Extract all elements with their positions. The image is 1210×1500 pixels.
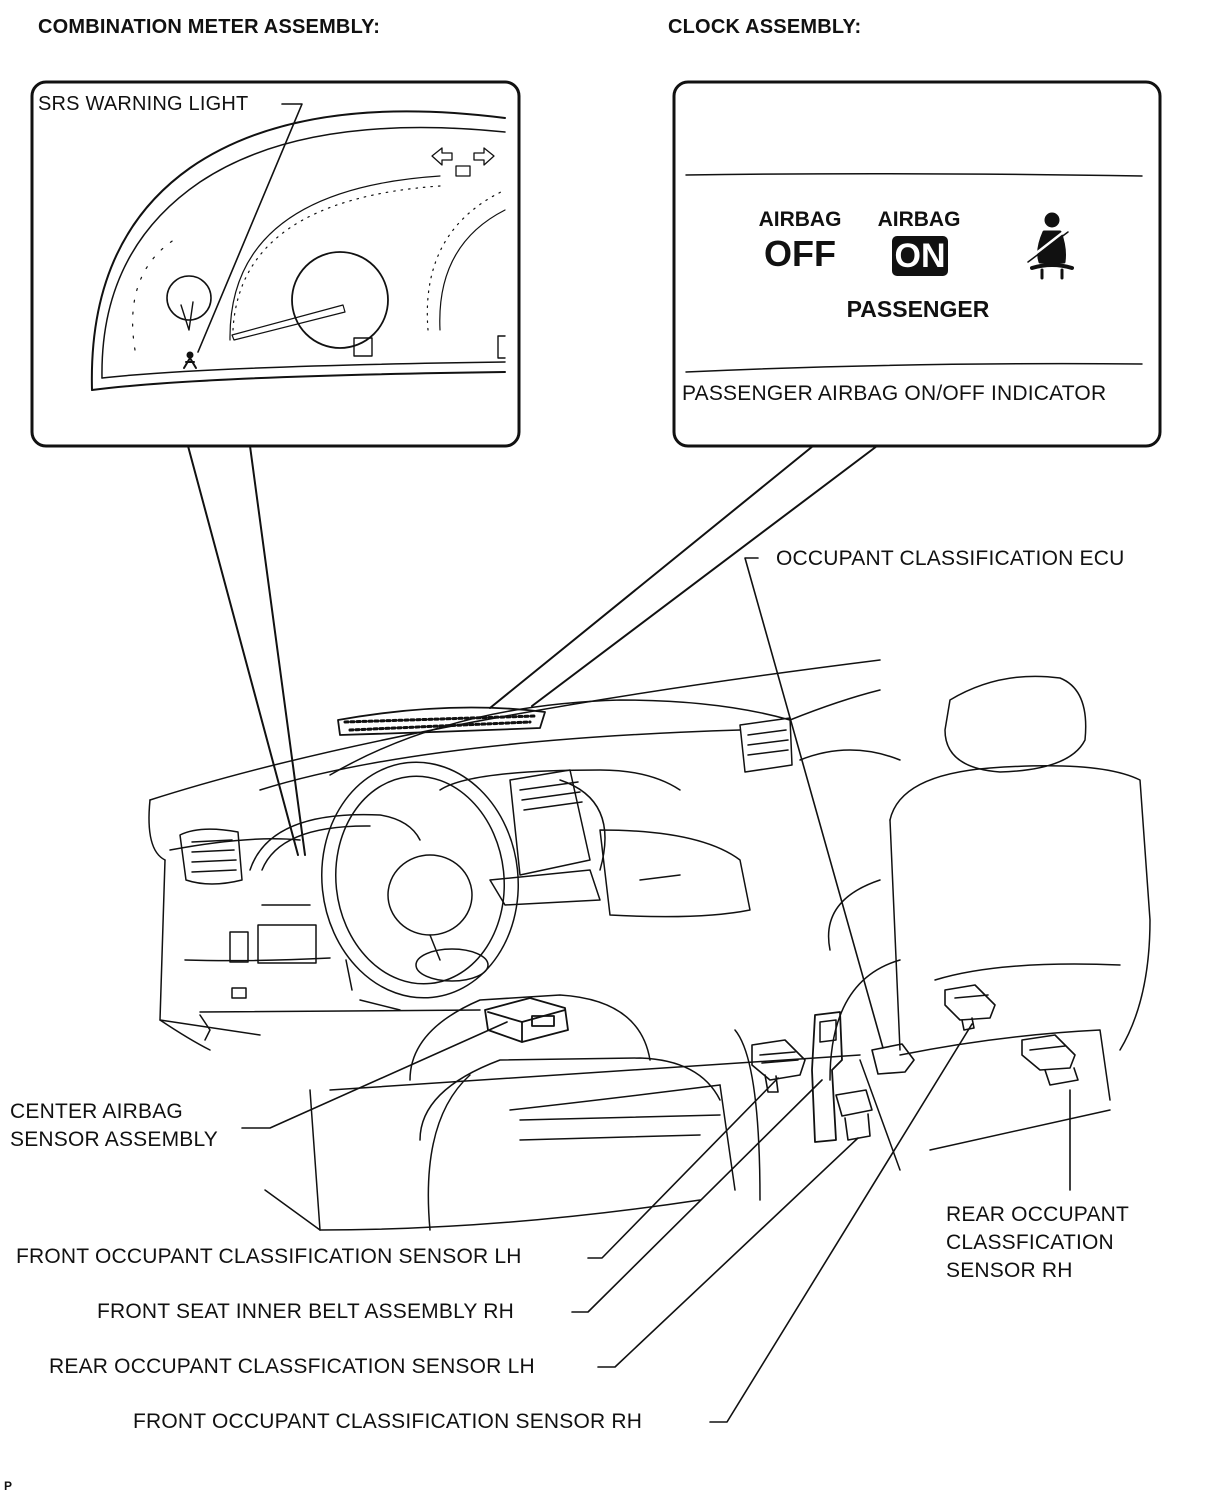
airbag-on-top-label: AIRBAG xyxy=(877,208,961,231)
occupant-classification-ecu-label: OCCUPANT CLASSIFICATION ECU xyxy=(776,547,1125,570)
front-occupant-sensor-rh-label: FRONT OCCUPANT CLASSIFICATION SENSOR RH xyxy=(133,1410,643,1433)
airbag-on-state: ON xyxy=(892,236,948,276)
center-airbag-sensor-label: CENTER AIRBAG SENSOR ASSEMBLY xyxy=(10,1100,219,1151)
airbag-off-state: OFF xyxy=(764,233,836,274)
clock-callout xyxy=(672,80,1162,448)
combination-meter-callout xyxy=(30,80,521,448)
leader-lines xyxy=(241,557,1071,1423)
seatbelt-reminder-icon xyxy=(1027,212,1074,280)
airbag-off-top-label: AIRBAG xyxy=(758,208,842,231)
srs-warning-light-label: SRS WARNING LIGHT xyxy=(38,93,249,115)
front-seat-inner-belt-rh-label: FRONT SEAT INNER BELT ASSEMBLY RH xyxy=(97,1300,514,1323)
clock-header: CLOCK ASSEMBLY: xyxy=(668,16,862,38)
occupant-sensor-parts xyxy=(751,984,1079,1141)
combination-meter-header: COMBINATION METER ASSEMBLY: xyxy=(38,16,381,38)
srs-warning-icon xyxy=(183,351,197,369)
callout-pointers xyxy=(187,445,878,856)
vehicle-interior-drawing xyxy=(148,659,1151,1231)
front-occupant-sensor-lh-label: FRONT OCCUPANT CLASSIFICATION SENSOR LH xyxy=(16,1245,522,1268)
passenger-label: PASSENGER xyxy=(846,296,990,322)
passenger-airbag-indicator-caption: PASSENGER AIRBAG ON/OFF INDICATOR xyxy=(682,382,1107,405)
corner-mark: P xyxy=(4,1479,13,1493)
rear-occupant-sensor-lh-label: REAR OCCUPANT CLASSFICATION SENSOR LH xyxy=(49,1355,535,1378)
rear-occupant-sensor-rh-label: REAR OCCUPANT CLASSFICATION SENSOR RH xyxy=(946,1203,1130,1282)
center-airbag-sensor-part xyxy=(484,997,569,1043)
